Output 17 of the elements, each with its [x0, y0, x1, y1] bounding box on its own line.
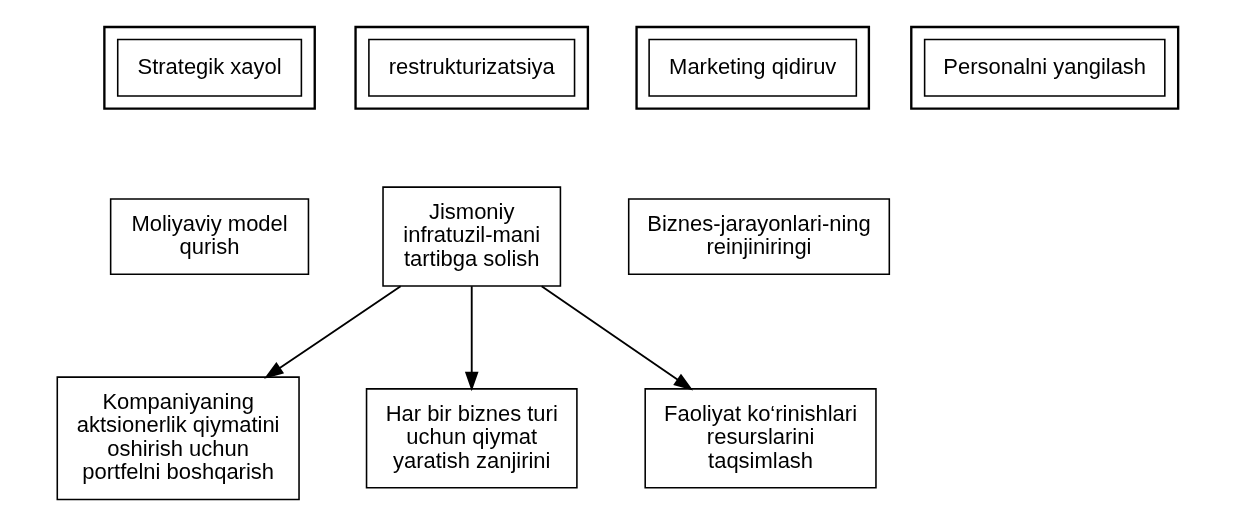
node-box: Marketing qidiruv: [648, 38, 858, 97]
cluster: [103, 25, 316, 110]
node-box: Har bir biznes turi uchun qiymat yaratish zanjirini: [365, 388, 578, 489]
node-box: restrukturizatsiya: [368, 38, 576, 97]
arrow: [464, 285, 479, 392]
node-box: Biznes-jarayonlari-ning reinjiniringi: [627, 198, 891, 276]
cluster: [635, 25, 871, 110]
arrow: [540, 285, 694, 391]
arrow: [264, 285, 402, 379]
node-box: Strategik xayol: [116, 38, 303, 97]
node-box: Kompaniyaning aktsionerlik qiymatini oshirish uchun portfelni boshqarish: [56, 376, 300, 501]
node-box: Personalni yangilash: [923, 38, 1166, 97]
node-box: Faoliyat ko‘rinishlari resurslarini taqsimlash: [644, 388, 877, 489]
cluster: [354, 25, 590, 110]
cluster: [910, 25, 1180, 110]
node-box: Moliyaviy model qurish: [109, 198, 310, 276]
node-box: Jismoniy infratuzil-mani tartibga solish: [382, 186, 562, 287]
